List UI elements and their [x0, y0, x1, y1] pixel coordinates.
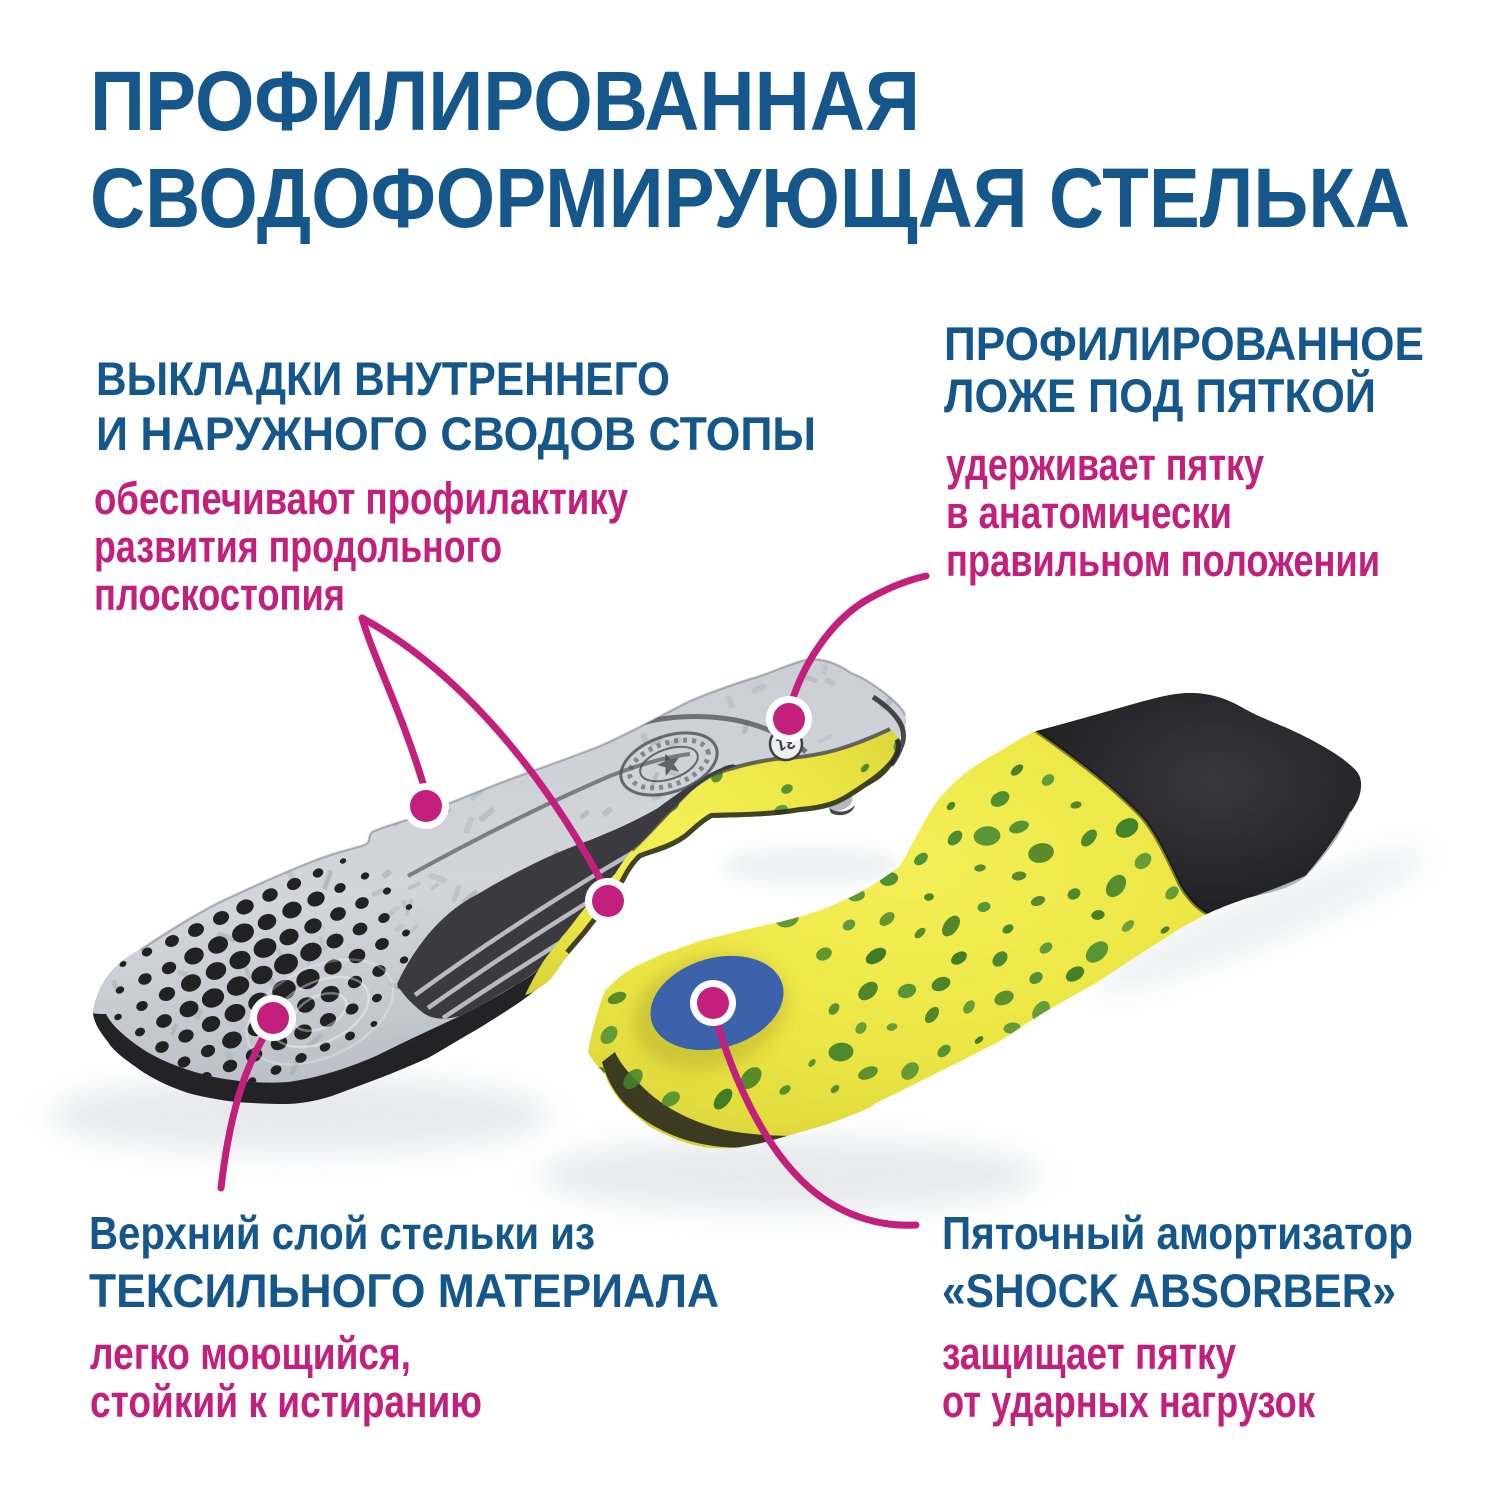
- svg-text:ВЫКЛАДКИ ВНУТРЕННЕГО: ВЫКЛАДКИ ВНУТРЕННЕГО: [96, 352, 670, 405]
- svg-text:ЛОЖЕ ПОД ПЯТКОЙ: ЛОЖЕ ПОД ПЯТКОЙ: [944, 369, 1376, 422]
- svg-text:удерживает пятку: удерживает пятку: [946, 439, 1264, 490]
- svg-text:СВОДОФОРМИРУЮЩАЯ СТЕЛЬКА: СВОДОФОРМИРУЮЩАЯ СТЕЛЬКА: [90, 151, 1410, 245]
- svg-text:развития продольного: развития продольного: [94, 521, 502, 572]
- svg-text:стойкий к истиранию: стойкий к истиранию: [90, 1376, 482, 1427]
- svg-text:ПРОФИЛИРОВАННОЕ: ПРОФИЛИРОВАННОЕ: [944, 317, 1424, 370]
- svg-text:ПРОФИЛИРОВАННАЯ: ПРОФИЛИРОВАННАЯ: [90, 54, 920, 148]
- svg-text:от ударных нагрузок: от ударных нагрузок: [942, 1376, 1315, 1427]
- svg-text:правильном положении: правильном положении: [946, 535, 1380, 586]
- svg-text:Верхний слой стельки из: Верхний слой стельки из: [89, 1207, 595, 1259]
- svg-text:ТЕКСИЛЬНОГО МАТЕРИАЛА: ТЕКСИЛЬНОГО МАТЕРИАЛА: [89, 1264, 719, 1317]
- svg-text:И НАРУЖНОГО СВОДОВ СТОПЫ: И НАРУЖНОГО СВОДОВ СТОПЫ: [96, 407, 816, 460]
- svg-text:плоскостопия: плоскостопия: [94, 569, 345, 620]
- svg-text:«SHOCK ABSORBER»: «SHOCK ABSORBER»: [942, 1264, 1396, 1317]
- svg-text:в анатомически: в анатомически: [946, 487, 1232, 538]
- svg-text:легко моющийся,: легко моющийся,: [90, 1328, 411, 1379]
- svg-text:Пяточный амортизатор: Пяточный амортизатор: [942, 1207, 1413, 1259]
- svg-text:защищает пятку: защищает пятку: [942, 1328, 1236, 1379]
- svg-text:обеспечивают профилактику: обеспечивают профилактику: [94, 473, 628, 524]
